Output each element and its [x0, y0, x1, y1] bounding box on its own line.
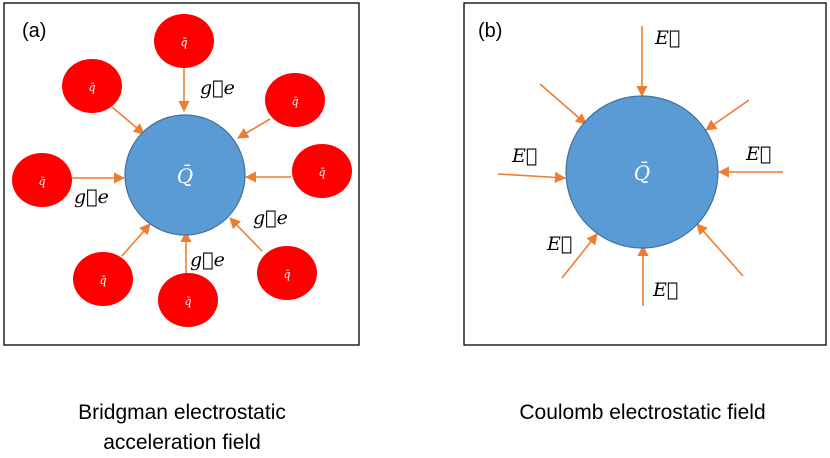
field-arrow	[111, 106, 145, 135]
satellite-charge: q̄	[265, 73, 325, 127]
field-arrow	[497, 171, 567, 183]
field-arrow	[229, 217, 263, 252]
panel-a-frame	[3, 2, 360, 346]
satellite-charge-disc	[292, 144, 352, 198]
central-charge-b	[565, 95, 719, 249]
panel-a: (a) q̄ q̄ q̄ q̄ q̄ q̄ q̄ q̄ Q̄ g⃗e g⃗e g⃗e g⃗e	[3, 2, 360, 346]
field-label-e: E⃗	[654, 27, 680, 49]
central-charge-a-label: Q̄	[177, 163, 193, 188]
satellite-charge-disc	[158, 273, 218, 327]
satellite-charge-label: q̄	[318, 166, 325, 179]
field-label-g: g⃗e	[74, 186, 109, 208]
panel-a-satellites: q̄ q̄ q̄ q̄ q̄ q̄ q̄ q̄	[12, 14, 352, 327]
satellite-charge-disc	[154, 14, 214, 68]
field-arrow	[121, 223, 151, 257]
field-arrow	[705, 99, 750, 131]
satellite-charge: q̄	[12, 153, 72, 207]
satellite-charge-disc	[62, 59, 122, 113]
field-arrow	[696, 223, 744, 277]
satellite-charge: q̄	[257, 246, 317, 300]
satellite-charge-disc	[265, 73, 325, 127]
field-arrow	[539, 83, 587, 125]
caption-a-line2: acceleration field	[103, 431, 261, 454]
central-charge-b-label: Q̄	[634, 160, 650, 185]
panel-a-arrows	[72, 68, 291, 273]
central-charge-a	[124, 114, 246, 236]
satellite-charge-disc	[12, 153, 72, 207]
panel-b-arrows	[497, 26, 783, 306]
panel-b-frame	[463, 2, 827, 346]
satellite-charge-label: q̄	[184, 295, 191, 308]
field-arrow	[561, 233, 598, 279]
satellite-charge-label: q̄	[88, 81, 95, 94]
satellite-charge-label: q̄	[99, 274, 106, 287]
field-label-g: g⃗e	[253, 207, 288, 229]
field-arrow	[237, 118, 271, 139]
satellite-charge: q̄	[154, 14, 214, 68]
satellite-charge-label: q̄	[291, 95, 298, 108]
field-label-e: E⃗	[745, 143, 771, 165]
satellite-charge-disc	[73, 252, 133, 306]
caption-b: Coulomb electrostatic field	[519, 401, 766, 424]
panel-b: (b) Q̄ E⃗ E⃗ E⃗ E⃗ E⃗	[463, 2, 827, 346]
field-label-g: g⃗e	[190, 249, 225, 271]
satellite-charge-disc	[257, 246, 317, 300]
panel-b-label: (b)	[478, 20, 502, 42]
panel-b-field-labels: E⃗ E⃗ E⃗ E⃗ E⃗	[511, 27, 771, 301]
panel-a-label: (a)	[22, 20, 46, 42]
field-label-e: E⃗	[511, 145, 537, 167]
satellite-charge-label: q̄	[38, 175, 45, 188]
panel-a-field-labels: g⃗e g⃗e g⃗e g⃗e	[74, 77, 288, 271]
field-label-e: E⃗	[652, 279, 678, 301]
satellite-charge: q̄	[158, 273, 218, 327]
satellite-charge: q̄	[73, 252, 133, 306]
satellite-charge-label: q̄	[283, 268, 290, 281]
caption-a-line1: Bridgman electrostatic	[78, 401, 286, 424]
field-label-e: E⃗	[546, 233, 572, 255]
field-label-g: g⃗e	[200, 77, 235, 99]
satellite-charge: q̄	[292, 144, 352, 198]
satellite-charge-label: q̄	[180, 36, 187, 49]
satellite-charge: q̄	[62, 59, 122, 113]
caption-a: Bridgman electrostatic acceleration fiel…	[22, 398, 342, 458]
